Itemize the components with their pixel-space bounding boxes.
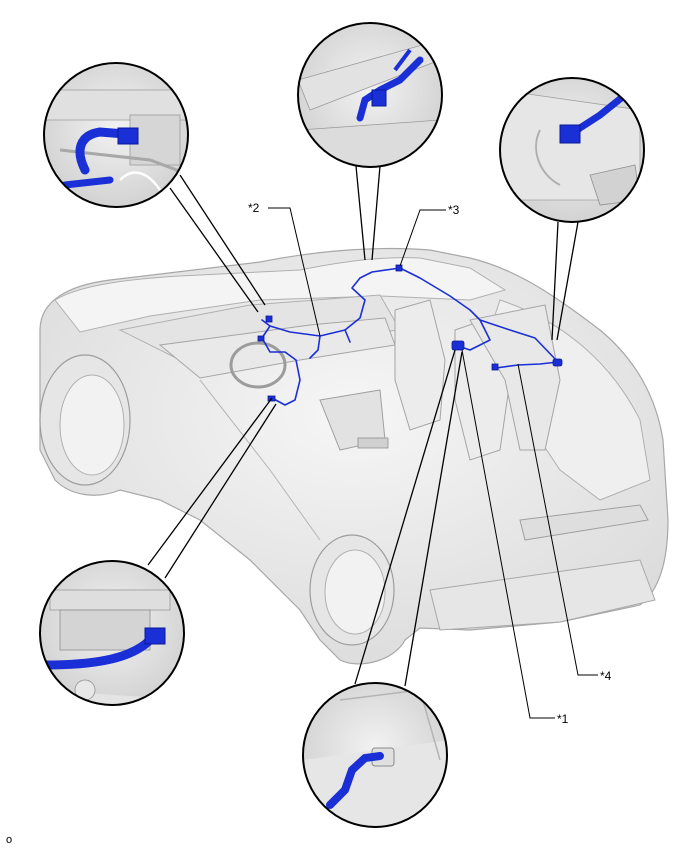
detail-view-dash-connector bbox=[43, 62, 189, 208]
harness-dash-section bbox=[261, 267, 401, 337]
callout-label-2: *2 bbox=[248, 201, 260, 215]
detail-view-rear-pillar-connector bbox=[499, 77, 645, 223]
callout-label-1: *1 bbox=[557, 712, 569, 726]
rear-bumper bbox=[429, 559, 656, 631]
harness-sub-branch bbox=[309, 329, 351, 359]
connector bbox=[257, 335, 265, 342]
front-wheel bbox=[39, 354, 131, 486]
connector bbox=[552, 358, 563, 367]
callout-label-4: *4 bbox=[600, 669, 612, 683]
harness-roof-section bbox=[399, 267, 491, 351]
vehicle-roof bbox=[54, 257, 507, 333]
callout-label-3: *3 bbox=[448, 203, 460, 217]
connector bbox=[451, 340, 465, 351]
detail-view-floor-connector bbox=[302, 682, 448, 828]
callout-leader-2 bbox=[268, 207, 321, 337]
leader-lines bbox=[147, 165, 579, 687]
console-vents bbox=[357, 437, 389, 449]
vehicle-body bbox=[39, 247, 669, 665]
connector bbox=[265, 315, 273, 323]
callout-leader-1 bbox=[461, 349, 555, 719]
connector bbox=[395, 264, 403, 272]
harness-dash-branch bbox=[261, 325, 301, 406]
rear-wheel bbox=[309, 534, 395, 646]
front-seat-left bbox=[394, 299, 446, 431]
callout-leaders bbox=[268, 207, 598, 719]
callout-leader-4 bbox=[517, 363, 598, 676]
door-line bbox=[199, 379, 321, 541]
detail-view-roof-connector bbox=[297, 22, 443, 168]
detail-view-lower-dash-connector bbox=[39, 560, 185, 706]
connector bbox=[491, 363, 499, 371]
rear-light-bar bbox=[519, 504, 649, 541]
figure-code: o bbox=[6, 834, 13, 846]
steering-wheel bbox=[229, 341, 287, 389]
callout-leader-3 bbox=[399, 209, 446, 267]
